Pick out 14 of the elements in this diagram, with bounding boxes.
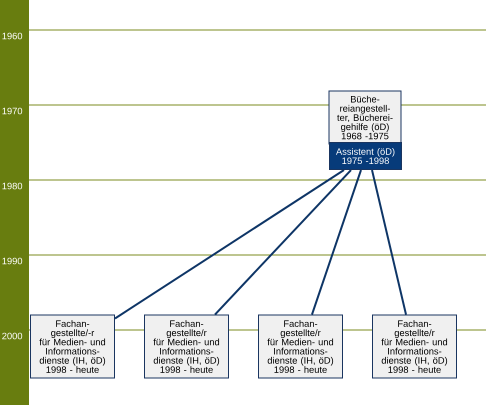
job-box: Fachan- gestellte/r für Medien- und Informations- dienste (IH, öD) 1998 - heute <box>372 314 457 378</box>
year-label: 1970 <box>2 108 22 114</box>
job-box: Büche- reiangestell- ter, Bücherei- gehilfe (öD) 1968 -1975 <box>328 90 402 144</box>
year-label: 1980 <box>2 182 22 190</box>
job-box: Fachan- gestellte/r für Medien- und Informations- dienste (IH, öD) 1998 - heute <box>144 314 229 378</box>
job-box: Assistent (öD) 1975 -1998 <box>329 142 402 170</box>
connector-line <box>114 169 345 320</box>
connector-line <box>371 170 407 315</box>
job-box: Fachan- gestellte/-r für Medien- und Informations- dienste (IH, öD) 1998 - heute <box>30 314 115 378</box>
job-box: Fachan- gestellte/r für Medien- und Informations- dienste (IH, öD) 1998 - heute <box>258 314 343 378</box>
connector-line <box>214 169 352 316</box>
year-label: 1990 <box>2 258 22 264</box>
year-label: 1960 <box>2 32 22 40</box>
connector-line <box>311 170 362 315</box>
